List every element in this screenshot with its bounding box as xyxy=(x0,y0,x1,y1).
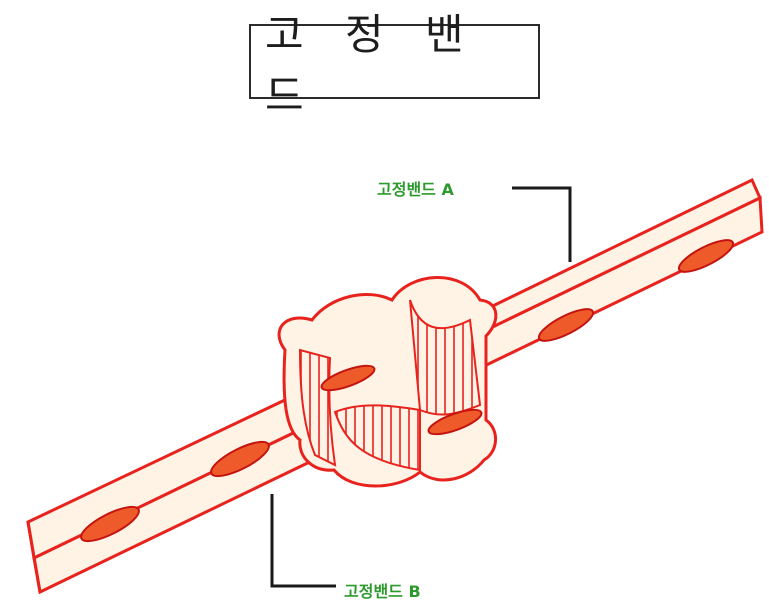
title-box: 고 정 밴 드 xyxy=(249,10,540,120)
band-a-label: 고정밴드 A xyxy=(377,180,454,199)
band-b-slot-hole xyxy=(210,440,270,478)
band-b-strip xyxy=(26,387,320,595)
central-clamp xyxy=(277,276,498,488)
band-a-strip xyxy=(466,177,764,373)
band-b-slot-hole xyxy=(80,505,140,543)
clamp-slot-hole xyxy=(427,408,483,436)
band-a-slot-hole xyxy=(677,239,735,273)
label-b-leader-line xyxy=(270,494,336,588)
label-a-leader-line xyxy=(512,186,572,262)
band-b-label: 고정밴드 B xyxy=(344,582,421,601)
diagram-title: 고 정 밴 드 xyxy=(265,9,478,120)
band-a-slot-hole xyxy=(537,308,595,342)
clamp-slot-hole xyxy=(320,364,376,392)
